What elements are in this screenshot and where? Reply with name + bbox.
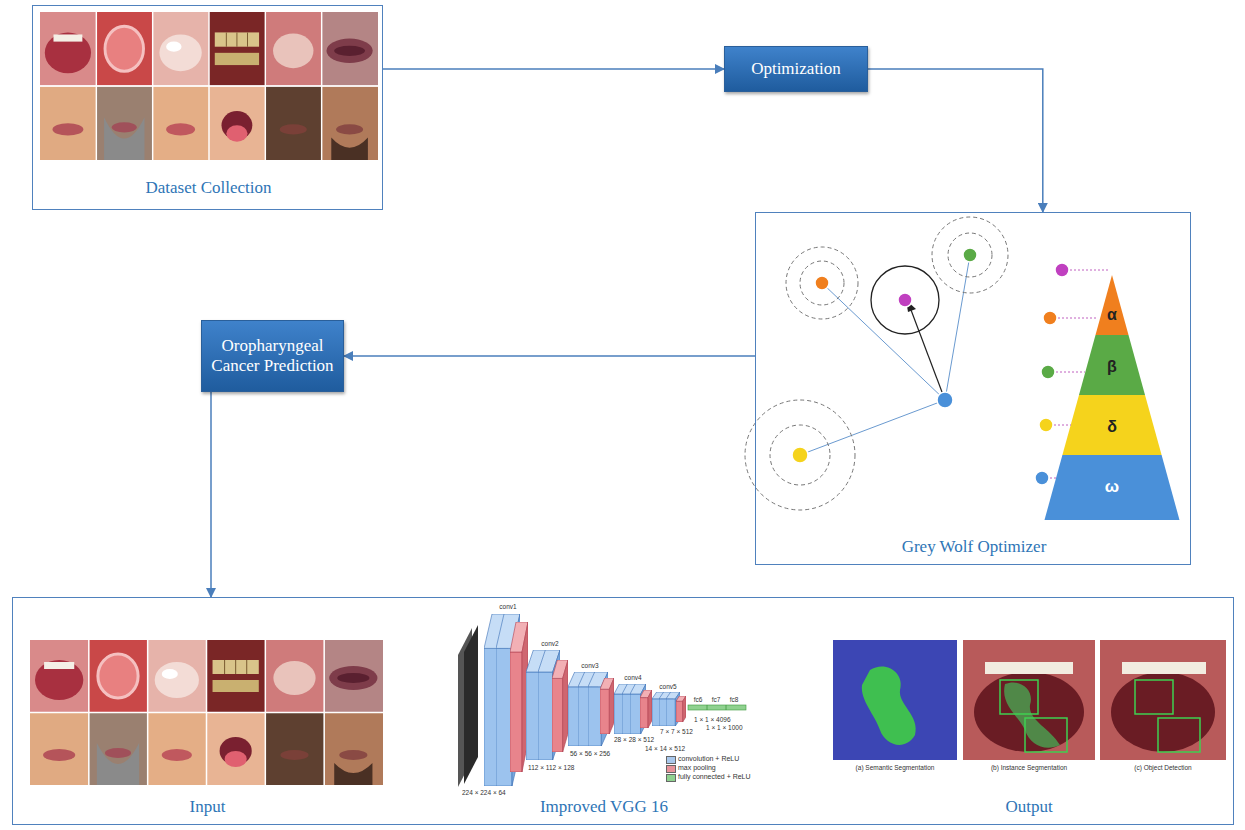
panel-caption: Output (831, 797, 1227, 817)
layer-dimension: 56 × 56 × 256 (570, 750, 610, 757)
layer-dimension: 1 × 1 × 1000 (706, 724, 743, 731)
legend-text: max pooling (678, 764, 716, 772)
legend-swatch (666, 756, 676, 764)
panel-frame: Grey Wolf Optimizer (755, 212, 1191, 565)
layer-dimension: 7 × 7 × 512 (660, 728, 693, 735)
rank-letter: β (1107, 358, 1117, 376)
layer-name: conv5 (659, 683, 676, 690)
layer-dimension: 28 × 28 × 512 (614, 736, 654, 743)
box-label: Optimization (751, 59, 841, 79)
layer-name: fc6 (694, 696, 703, 703)
layer-name: conv1 (499, 603, 516, 610)
layer-name: fc8 (730, 696, 739, 703)
panel-frame: Input Improved VGG 16 Output (12, 597, 1234, 825)
output-illustration (833, 640, 1226, 760)
panel-frame: Dataset Collection (32, 5, 383, 210)
layer-dimension: 1 × 1 × 4096 (694, 716, 731, 723)
layer-dimension: 112 × 112 × 128 (528, 764, 574, 771)
connector-arrow (383, 68, 724, 70)
output-caption: (b) Instance Segmentation (991, 764, 1067, 771)
legend-swatch (666, 765, 676, 773)
connector-arrow (210, 392, 212, 597)
layer-name: conv2 (541, 640, 558, 647)
connector-arrow (344, 355, 755, 357)
panel-caption: Input (31, 797, 384, 817)
rank-letter: δ (1107, 418, 1117, 436)
legend-swatch (666, 774, 676, 782)
layer-dimension: 224 × 224 × 64 (462, 789, 506, 796)
layer-name: conv3 (581, 662, 598, 669)
box-label: Oropharyngeal Cancer Prediction (210, 336, 335, 377)
legend-text: convolution + ReLU (678, 755, 739, 763)
output-caption: (c) Object Detection (1134, 764, 1191, 771)
layer-name: conv4 (624, 674, 641, 681)
legend-text: fully connected + ReLU (678, 773, 751, 781)
vgg-illustration (458, 614, 746, 787)
gwo-illustration (745, 217, 1180, 520)
process-box: Oropharyngeal Cancer Prediction (201, 320, 344, 392)
process-box: Optimization (724, 46, 868, 92)
panel-caption: Grey Wolf Optimizer (756, 537, 1192, 557)
rank-letter: ω (1105, 478, 1119, 497)
output-caption: (a) Semantic Segmentation (856, 764, 935, 771)
layer-name: fc7 (712, 696, 721, 703)
layer-dimension: 14 × 14 × 512 (645, 745, 685, 752)
panel-caption: Dataset Collection (33, 178, 384, 198)
connector-arrow (868, 69, 1043, 212)
panel-caption: Improved VGG 16 (459, 797, 749, 817)
rank-letter: α (1107, 306, 1117, 324)
